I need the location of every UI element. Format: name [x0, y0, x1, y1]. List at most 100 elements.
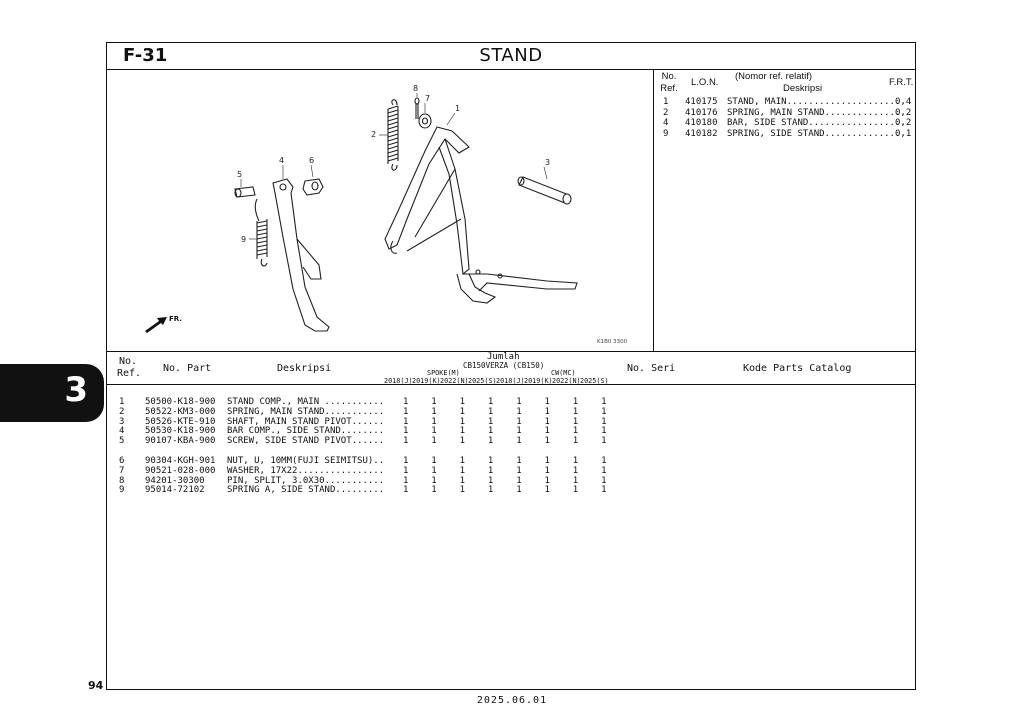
- cell-qty: 1: [403, 416, 409, 427]
- cell-qty: 1: [572, 416, 579, 427]
- cell-qty: 1: [601, 397, 607, 407]
- cell-qty: 1: [459, 397, 466, 407]
- lon-header-lon: L.O.N.: [691, 77, 719, 88]
- figure-code: K1B0 3300: [597, 339, 628, 345]
- cell-qty: 1: [572, 397, 579, 407]
- cell-part: 90521-028-000: [145, 465, 216, 476]
- cell-qty: 1: [544, 456, 550, 466]
- cell-qty: 1: [431, 456, 437, 466]
- cell-qty: 1: [459, 456, 466, 466]
- cell-qty: 1: [431, 475, 437, 486]
- cell-part: 50530-K18-900: [145, 426, 216, 437]
- main-stand-part: [384, 126, 578, 304]
- cell-qty: 1: [403, 436, 409, 447]
- cell-qty: 1: [403, 426, 409, 437]
- cell-qty: 1: [459, 465, 466, 476]
- cell-qty: 1: [459, 406, 466, 417]
- lon-table: No. Ref. L.O.N. (Nomor ref. relatif) Des…: [653, 69, 915, 351]
- lon-header-frt: F.R.T.: [889, 77, 914, 88]
- callout-9: 9: [241, 235, 246, 244]
- header-year: 2018(J): [496, 377, 525, 385]
- cell-qty: 1: [572, 465, 579, 476]
- lon-cell-frt: 0,2: [895, 118, 912, 128]
- cell-qty: 1: [403, 475, 409, 486]
- cell-no: 3: [119, 416, 125, 427]
- cell-qty: 1: [601, 436, 607, 447]
- cell-desc: STAND COMP., MAIN ...........: [227, 397, 385, 407]
- lon-cell-lon: 410175: [685, 97, 718, 107]
- section-tab[interactable]: 3: [0, 364, 104, 422]
- header-cw: CW(MC): [551, 369, 576, 377]
- header-no-ref: No. Ref.: [117, 356, 142, 379]
- lon-cell-no: 2: [663, 107, 669, 118]
- header-deskripsi: Deskripsi: [277, 363, 332, 374]
- cell-no: 9: [119, 485, 125, 496]
- cell-no: 7: [119, 465, 125, 476]
- cell-qty: 1: [544, 465, 550, 476]
- cell-qty: 1: [516, 397, 522, 407]
- front-arrow-icon: [145, 317, 167, 333]
- cell-part: 90304-KGH-901: [145, 456, 216, 466]
- callout-2: 2: [371, 130, 376, 139]
- cell-qty: 1: [601, 416, 607, 427]
- cell-qty: 1: [516, 456, 522, 466]
- lon-cell-no: 9: [663, 128, 669, 139]
- cell-no: 4: [119, 426, 125, 437]
- callout-3: 3: [545, 158, 550, 167]
- cell-qty: 1: [459, 426, 466, 437]
- callout-7: 7: [425, 94, 430, 103]
- header-year: 2025(S): [580, 377, 609, 385]
- lon-cell-lon: 410176: [685, 107, 718, 118]
- callout-8: 8: [413, 84, 418, 93]
- cell-qty: 1: [403, 397, 409, 407]
- cell-qty: 1: [601, 485, 607, 496]
- callout-1: 1: [455, 104, 460, 113]
- cell-qty: 1: [516, 465, 522, 476]
- header-year: 2019(K): [524, 377, 553, 385]
- cell-qty: 1: [431, 436, 437, 447]
- cell-qty: 1: [459, 436, 466, 447]
- cell-qty: 1: [544, 426, 550, 437]
- cell-no: 8: [119, 475, 125, 486]
- lon-cell-frt: 0,1: [895, 128, 912, 139]
- cell-qty: 1: [459, 485, 466, 496]
- cell-qty: 1: [487, 436, 494, 447]
- cell-desc: SPRING, MAIN STAND...........: [227, 406, 385, 417]
- cell-qty: 1: [516, 475, 522, 486]
- header-kode-parts-catalog: Kode Parts Catalog: [743, 363, 852, 374]
- cell-part: 50500-K18-900: [145, 397, 216, 407]
- cell-qty: 1: [572, 436, 579, 447]
- cell-qty: 1: [601, 475, 607, 486]
- catalog-page-frame: F-31 STAND: [106, 42, 916, 690]
- cell-qty: 1: [572, 406, 579, 417]
- lon-header-desc: Deskripsi: [783, 83, 823, 94]
- header-year: 2018(J): [384, 377, 413, 385]
- header-model: CB150VERZA (CB150): [463, 361, 545, 370]
- cell-desc: SCREW, SIDE STAND PIVOT......: [227, 436, 385, 447]
- cell-qty: 1: [403, 465, 409, 476]
- lon-header-noref: No. Ref.: [660, 71, 678, 94]
- section-code: F-31: [123, 45, 168, 66]
- cell-qty: 1: [544, 485, 550, 496]
- lon-cell-lon: 410182: [685, 128, 718, 139]
- cell-part: 50526-KTE-910: [145, 416, 216, 427]
- cell-no: 6: [119, 456, 125, 466]
- header-year: 2019(K): [412, 377, 441, 385]
- cell-qty: 1: [431, 397, 437, 407]
- cell-desc: BAR COMP., SIDE STAND........: [227, 426, 385, 437]
- cell-qty: 1: [516, 436, 522, 447]
- table-row: 1 50500-K18-900 STAND COMP., MAIN ........…: [107, 397, 915, 407]
- cell-qty: 1: [431, 416, 437, 427]
- lon-cell-desc: SPRING, MAIN STAND...............: [727, 107, 906, 118]
- lon-cell-lon: 410180: [685, 118, 718, 128]
- cell-qty: 1: [516, 426, 522, 437]
- cell-desc: PIN, SPLIT, 3.0X30...........: [227, 475, 385, 486]
- cell-qty: 1: [487, 397, 494, 407]
- lon-cell-frt: 0,4: [895, 97, 912, 107]
- header-no-seri: No. Seri: [627, 363, 676, 374]
- cell-part: 90107-KBA-900: [145, 436, 216, 447]
